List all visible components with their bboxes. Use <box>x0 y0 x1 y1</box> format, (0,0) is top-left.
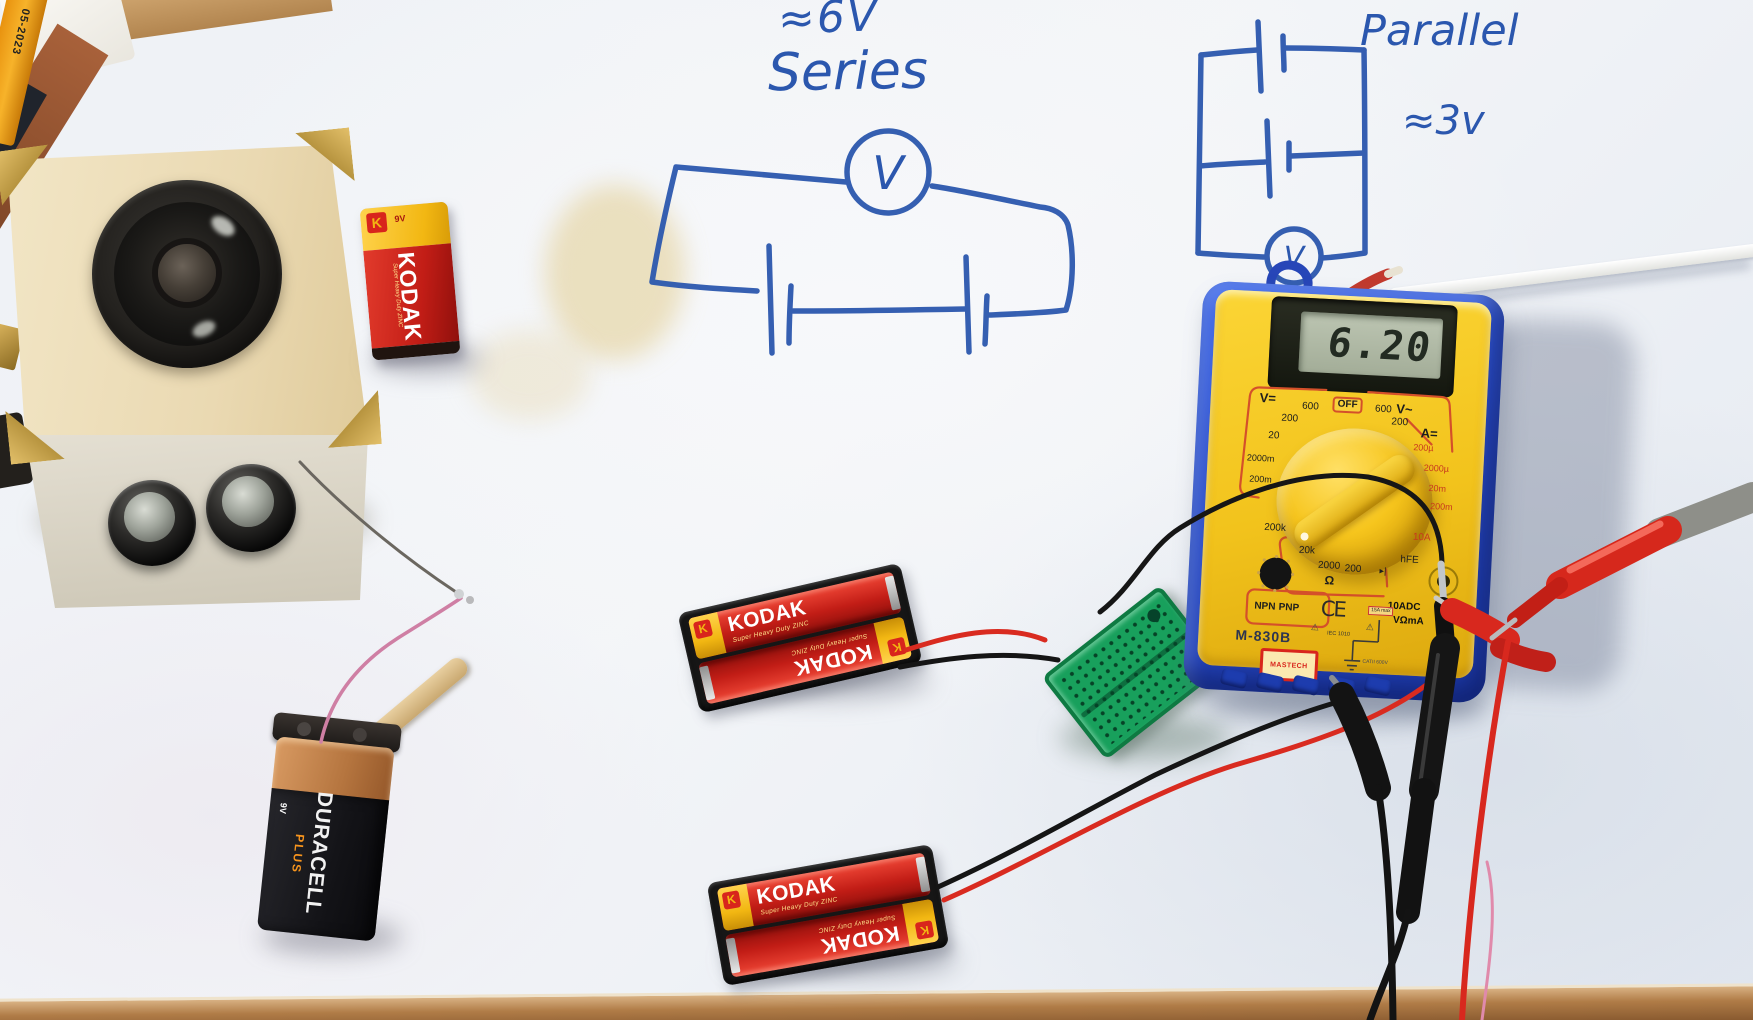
transistor-socket <box>1259 557 1292 590</box>
speaker-box-front <box>25 435 368 608</box>
speaker-box <box>0 130 390 610</box>
red-clip-wire <box>1459 639 1511 1020</box>
red-probe-highlight <box>1566 520 1664 574</box>
speaker-wire <box>298 460 458 594</box>
whiteboard-stain <box>470 330 590 420</box>
parallel-title: Parallel <box>1360 6 1519 56</box>
series-circuit-diagram <box>649 128 1075 356</box>
multimeter: 6.20 <box>1182 280 1506 704</box>
parallel-voltage-label: ≈3v <box>1402 98 1485 144</box>
black-alligator-clip <box>1329 682 1391 801</box>
pink-wire-duracell <box>319 596 463 744</box>
solder-joint <box>454 589 464 599</box>
red-alligator-clip <box>1440 598 1520 652</box>
black-probe-highlight <box>1418 653 1440 787</box>
pack1-red-wire <box>903 629 1048 653</box>
voltmeter-letter-series: V <box>872 146 907 200</box>
black-probe-barrel <box>1409 633 1460 805</box>
pack2-red-wire <box>941 660 1455 903</box>
parallel-circuit-diagram <box>1195 19 1368 286</box>
voltmeter-symbol-series <box>844 128 932 216</box>
red-probe-handle <box>1546 516 1682 599</box>
red-probe-shaft <box>1507 577 1568 628</box>
solder-joint <box>466 596 474 604</box>
pen-tip <box>1384 266 1403 278</box>
dial-section-outlines <box>1239 386 1459 671</box>
red-probe-tip <box>1489 617 1518 641</box>
black-clip-wire <box>1374 784 1397 1020</box>
volume-knob-right <box>206 464 296 552</box>
pack2-black-wire <box>935 697 1348 890</box>
pack1-black-wire <box>897 652 1061 670</box>
volume-knob-left <box>108 480 196 566</box>
speaker <box>92 180 282 368</box>
pink-wire-bottom <box>1480 860 1494 1020</box>
black-wire-over-dial <box>1097 472 1445 615</box>
speaker-dome <box>158 244 216 302</box>
black-probe-lower <box>1396 778 1436 924</box>
whiteboard-stain <box>545 185 685 360</box>
